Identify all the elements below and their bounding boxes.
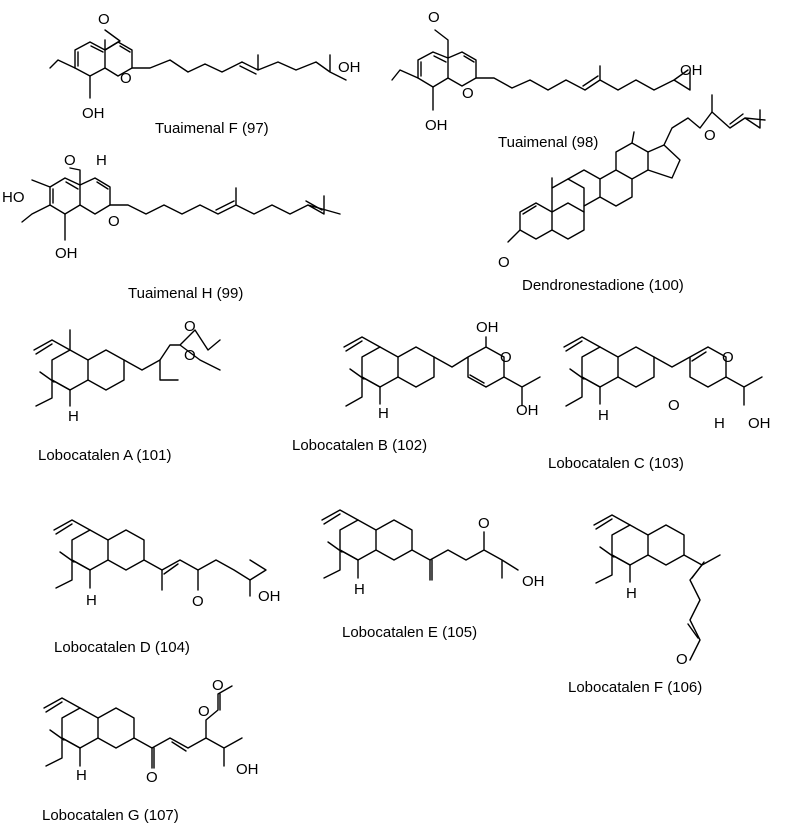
atom-label: H [378, 405, 389, 422]
structure-99 [21, 167, 341, 241]
atom-label: OH [680, 62, 703, 79]
atom-label: H [86, 592, 97, 609]
compound-name-102: Lobocatalen B (102) [292, 437, 427, 454]
structure-101 [33, 329, 221, 407]
atom-label: O [212, 677, 224, 694]
atom-label: O [478, 515, 490, 532]
structure-98 [391, 29, 691, 111]
structure-107 [43, 685, 243, 769]
atom-label: OH [55, 245, 78, 262]
atom-label: O [428, 9, 440, 26]
compound-name-98: Tuaimenal (98) [498, 134, 598, 151]
structure-97 [49, 29, 347, 99]
compound-name-106: Lobocatalen F (106) [568, 679, 702, 696]
compound-name-103: Lobocatalen C (103) [548, 455, 684, 472]
atom-label: OH [338, 59, 361, 76]
atom-label: O [704, 127, 716, 144]
atom-label: O [98, 11, 110, 28]
atom-label: O [198, 703, 210, 720]
atom-label: O [64, 152, 76, 169]
atom-label: O [462, 85, 474, 102]
atom-label: H [598, 407, 609, 424]
structure-103 [563, 336, 763, 407]
atom-label: O [120, 70, 132, 87]
structure-104 [53, 519, 267, 597]
structure-102 [343, 336, 541, 407]
compound-name-104: Lobocatalen D (104) [54, 639, 190, 656]
atom-label: O [192, 593, 204, 610]
atom-label: OH [522, 573, 545, 590]
atom-label: H [714, 415, 725, 432]
structure-106 [593, 514, 721, 661]
atom-label: H [96, 152, 107, 169]
atom-label: O [146, 769, 158, 786]
atom-label: OH [258, 588, 281, 605]
compound-name-97: Tuaimenal F (97) [155, 120, 269, 137]
atom-label: O [500, 349, 512, 366]
atom-label: HO [2, 189, 25, 206]
atom-label: O [668, 397, 680, 414]
atom-label: OH [82, 105, 105, 122]
atom-label: H [68, 408, 79, 425]
atom-label: O [722, 349, 734, 366]
compound-name-100: Dendronestadione (100) [522, 277, 684, 294]
atom-label: OH [748, 415, 771, 432]
structure-100 [507, 94, 766, 243]
atom-label: O [498, 254, 510, 271]
compound-name-105: Lobocatalen E (105) [342, 624, 477, 641]
atom-label: O [676, 651, 688, 668]
atom-label: OH [476, 319, 499, 336]
atom-label: OH [425, 117, 448, 134]
compound-name-101: Lobocatalen A (101) [38, 447, 171, 464]
atom-label: O [184, 347, 196, 364]
atom-label: OH [516, 402, 539, 419]
compound-name-99: Tuaimenal H (99) [128, 285, 243, 302]
atom-label: O [108, 213, 120, 230]
compound-name-107: Lobocatalen G (107) [42, 807, 179, 824]
atom-label: O [184, 318, 196, 335]
atom-label: H [626, 585, 637, 602]
structure-105 [321, 509, 519, 581]
atom-label: H [354, 581, 365, 598]
atom-label: H [76, 767, 87, 784]
atom-label: OH [236, 761, 259, 778]
